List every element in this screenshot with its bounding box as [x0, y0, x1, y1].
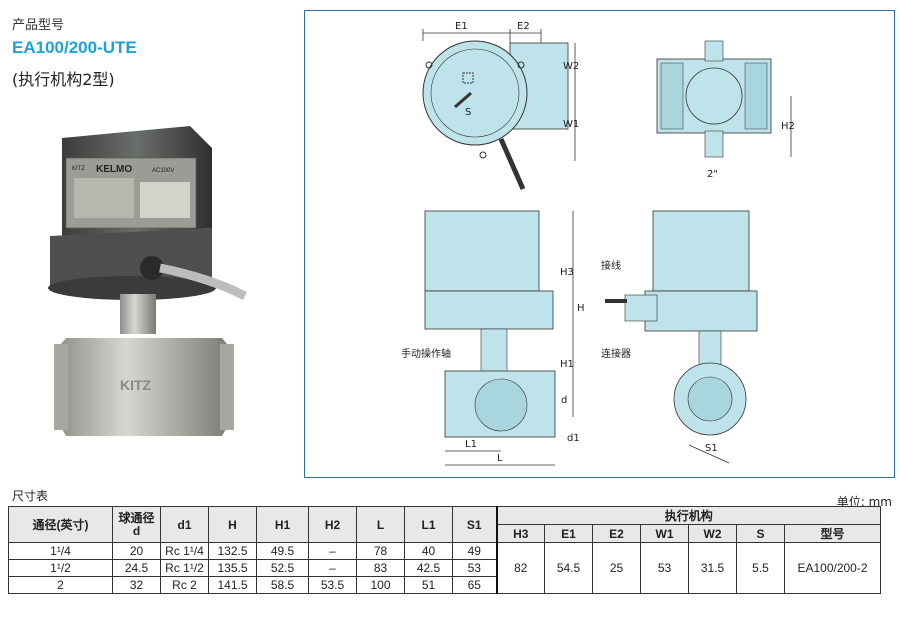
th-d1: d1 [160, 506, 209, 543]
label-connector: 连接器 [601, 347, 631, 360]
cell: 100 [356, 576, 405, 594]
th-H2: H2 [308, 506, 357, 543]
cell: Rc 1¹/2 [160, 559, 209, 577]
label-manual-shaft: 手动操作轴 [401, 347, 451, 360]
photo-brand-small: KITZ [72, 166, 85, 172]
th-size: 通径(英寸) [8, 506, 113, 543]
dim-H: H [577, 303, 585, 314]
cell: 141.5 [208, 576, 257, 594]
model-subtitle: (执行机构2型) [12, 70, 115, 89]
cell: 58.5 [256, 576, 309, 594]
cell: 49 [452, 542, 497, 560]
th-S: S [736, 524, 785, 543]
cell: – [308, 542, 357, 560]
unit-label: 单位: mm [836, 495, 892, 509]
cell: 1¹/4 [8, 542, 113, 560]
cell: 49.5 [256, 542, 309, 560]
dim-L1: L1 [465, 439, 477, 450]
th-H: H [208, 506, 257, 543]
cell: 25 [592, 542, 641, 594]
th-S1: S1 [452, 506, 497, 543]
front-view: H3 H H1 d L1 L d1 手动操作轴 [401, 210, 585, 466]
th-H1: H1 [256, 506, 309, 543]
th-W2: W2 [688, 524, 737, 543]
th-d: 球通径 d [112, 506, 161, 543]
dim-W1: W1 [563, 119, 579, 130]
dim-d1: d1 [567, 433, 580, 444]
dim-H3: H3 [560, 267, 574, 278]
top-view-actuator: E1 E2 W2 W1 S [422, 21, 579, 191]
dim-W2: W2 [563, 61, 579, 72]
cell: 51 [404, 576, 453, 594]
dim-E2: E2 [517, 21, 530, 32]
size-2in: 2" [707, 169, 718, 180]
cell: 5.5 [736, 542, 785, 594]
cell: 40 [404, 542, 453, 560]
dim-S1: S1 [705, 443, 718, 454]
dim-H2: H2 [781, 121, 795, 132]
dimension-table: 通径(英寸) 球通径 d d1 H H1 H2 L L1 S1 执行机构 H3 … [8, 506, 881, 594]
cell: Rc 1¹/4 [160, 542, 209, 560]
cell: 65 [452, 576, 497, 594]
top-view-valve: H2 2" [656, 40, 795, 180]
cell: 135.5 [208, 559, 257, 577]
th-model: 型号 [784, 524, 881, 543]
cell: 132.5 [208, 542, 257, 560]
label-wire: 接线 [601, 259, 621, 272]
photo-brand: KELMO [96, 164, 132, 175]
cell: – [308, 559, 357, 577]
dimension-drawing: E1 E2 W2 W1 S H2 2" H [304, 10, 895, 478]
cell: 42.5 [404, 559, 453, 577]
photo-body-mark: KITZ [120, 377, 152, 393]
th-H3: H3 [495, 524, 545, 543]
table-title: 尺寸表 [12, 489, 49, 503]
dim-S: S [465, 107, 471, 118]
model-code: EA100/200-UTE [12, 38, 137, 57]
photo-voltage: AC100V [152, 168, 174, 174]
cell: 53 [640, 542, 689, 594]
table-row: 1¹/4 20 Rc 1¹/4 132.5 49.5 – 78 40 49 82… [8, 542, 881, 594]
th-L1: L1 [404, 506, 453, 543]
cell: 83 [356, 559, 405, 577]
cell: 24.5 [112, 559, 161, 577]
cell: Rc 2 [160, 576, 209, 594]
cell: 82 [495, 542, 545, 594]
cell: 32 [112, 576, 161, 594]
cell: 54.5 [544, 542, 593, 594]
cell: 1¹/2 [8, 559, 113, 577]
th-E1: E1 [544, 524, 593, 543]
cell: 31.5 [688, 542, 737, 594]
dim-L: L [497, 453, 503, 464]
cell: 20 [112, 542, 161, 560]
th-W1: W1 [640, 524, 689, 543]
th-E2: E2 [592, 524, 641, 543]
table-row: 1¹/2 24.5 Rc 1¹/2 135.5 52.5 – 83 42.5 5… [8, 559, 881, 577]
cell: 2 [8, 576, 113, 594]
product-photo: KITZ KELMO AC100V KITZ [40, 118, 252, 458]
dim-H1: H1 [560, 359, 574, 370]
cell: EA100/200-2 [784, 542, 881, 594]
cell: 53 [452, 559, 497, 577]
th-actuator: 执行机构 [495, 506, 881, 525]
dim-E1: E1 [455, 21, 468, 32]
dim-d: d [561, 395, 567, 406]
model-label: 产品型号 [12, 18, 65, 33]
th-L: L [356, 506, 405, 543]
cell: 78 [356, 542, 405, 560]
cell: 52.5 [256, 559, 309, 577]
side-view: 接线 连接器 S1 [601, 210, 758, 464]
cell: 53.5 [308, 576, 357, 594]
table-row: 2 32 Rc 2 141.5 58.5 53.5 100 51 65 [8, 576, 881, 594]
